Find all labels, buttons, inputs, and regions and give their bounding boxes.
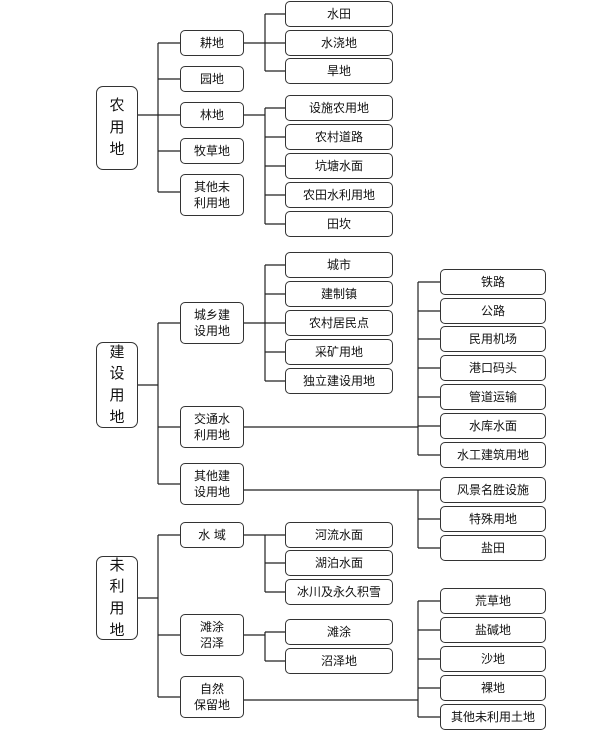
root-agricultural-land: 农 用 地 [96,86,138,170]
category-node: 城乡建 设用地 [180,302,244,344]
leaf-node: 盐田 [440,535,546,561]
category-node: 交通水 利用地 [180,406,244,448]
leaf-node: 铁路 [440,269,546,295]
category-node: 其他未 利用地 [180,174,244,216]
category-node: 耕地 [180,30,244,56]
leaf-node: 河流水面 [285,522,393,548]
leaf-node: 水工建筑用地 [440,442,546,468]
leaf-node: 裸地 [440,675,546,701]
leaf-node: 风景名胜设施 [440,477,546,503]
leaf-node: 田坎 [285,211,393,237]
category-node: 自然 保留地 [180,676,244,718]
leaf-node: 农田水利用地 [285,182,393,208]
category-node: 园地 [180,66,244,92]
leaf-node: 采矿用地 [285,339,393,365]
leaf-node: 湖泊水面 [285,550,393,576]
leaf-node: 设施农用地 [285,95,393,121]
leaf-node: 港口码头 [440,355,546,381]
root-unused-land: 未 利 用 地 [96,556,138,640]
leaf-node: 滩涂 [285,619,393,645]
root-construction-land: 建 设 用 地 [96,342,138,428]
leaf-node: 盐碱地 [440,617,546,643]
leaf-node: 城市 [285,252,393,278]
leaf-node: 独立建设用地 [285,368,393,394]
category-node: 滩涂 沼泽 [180,614,244,656]
leaf-node: 特殊用地 [440,506,546,532]
leaf-node: 荒草地 [440,588,546,614]
leaf-node: 冰川及永久积雪 [285,579,393,605]
leaf-node: 农村道路 [285,124,393,150]
category-node: 牧草地 [180,138,244,164]
category-node: 水 域 [180,522,244,548]
leaf-node: 水库水面 [440,413,546,439]
leaf-node: 管道运输 [440,384,546,410]
leaf-node: 坑塘水面 [285,153,393,179]
leaf-node: 民用机场 [440,326,546,352]
leaf-node: 水浇地 [285,30,393,56]
category-node: 其他建 设用地 [180,463,244,505]
leaf-node: 沙地 [440,646,546,672]
leaf-node: 其他未利用土地 [440,704,546,730]
leaf-node: 建制镇 [285,281,393,307]
leaf-node: 沼泽地 [285,648,393,674]
category-node: 林地 [180,102,244,128]
leaf-node: 农村居民点 [285,310,393,336]
leaf-node: 公路 [440,298,546,324]
leaf-node: 水田 [285,1,393,27]
leaf-node: 旱地 [285,58,393,84]
